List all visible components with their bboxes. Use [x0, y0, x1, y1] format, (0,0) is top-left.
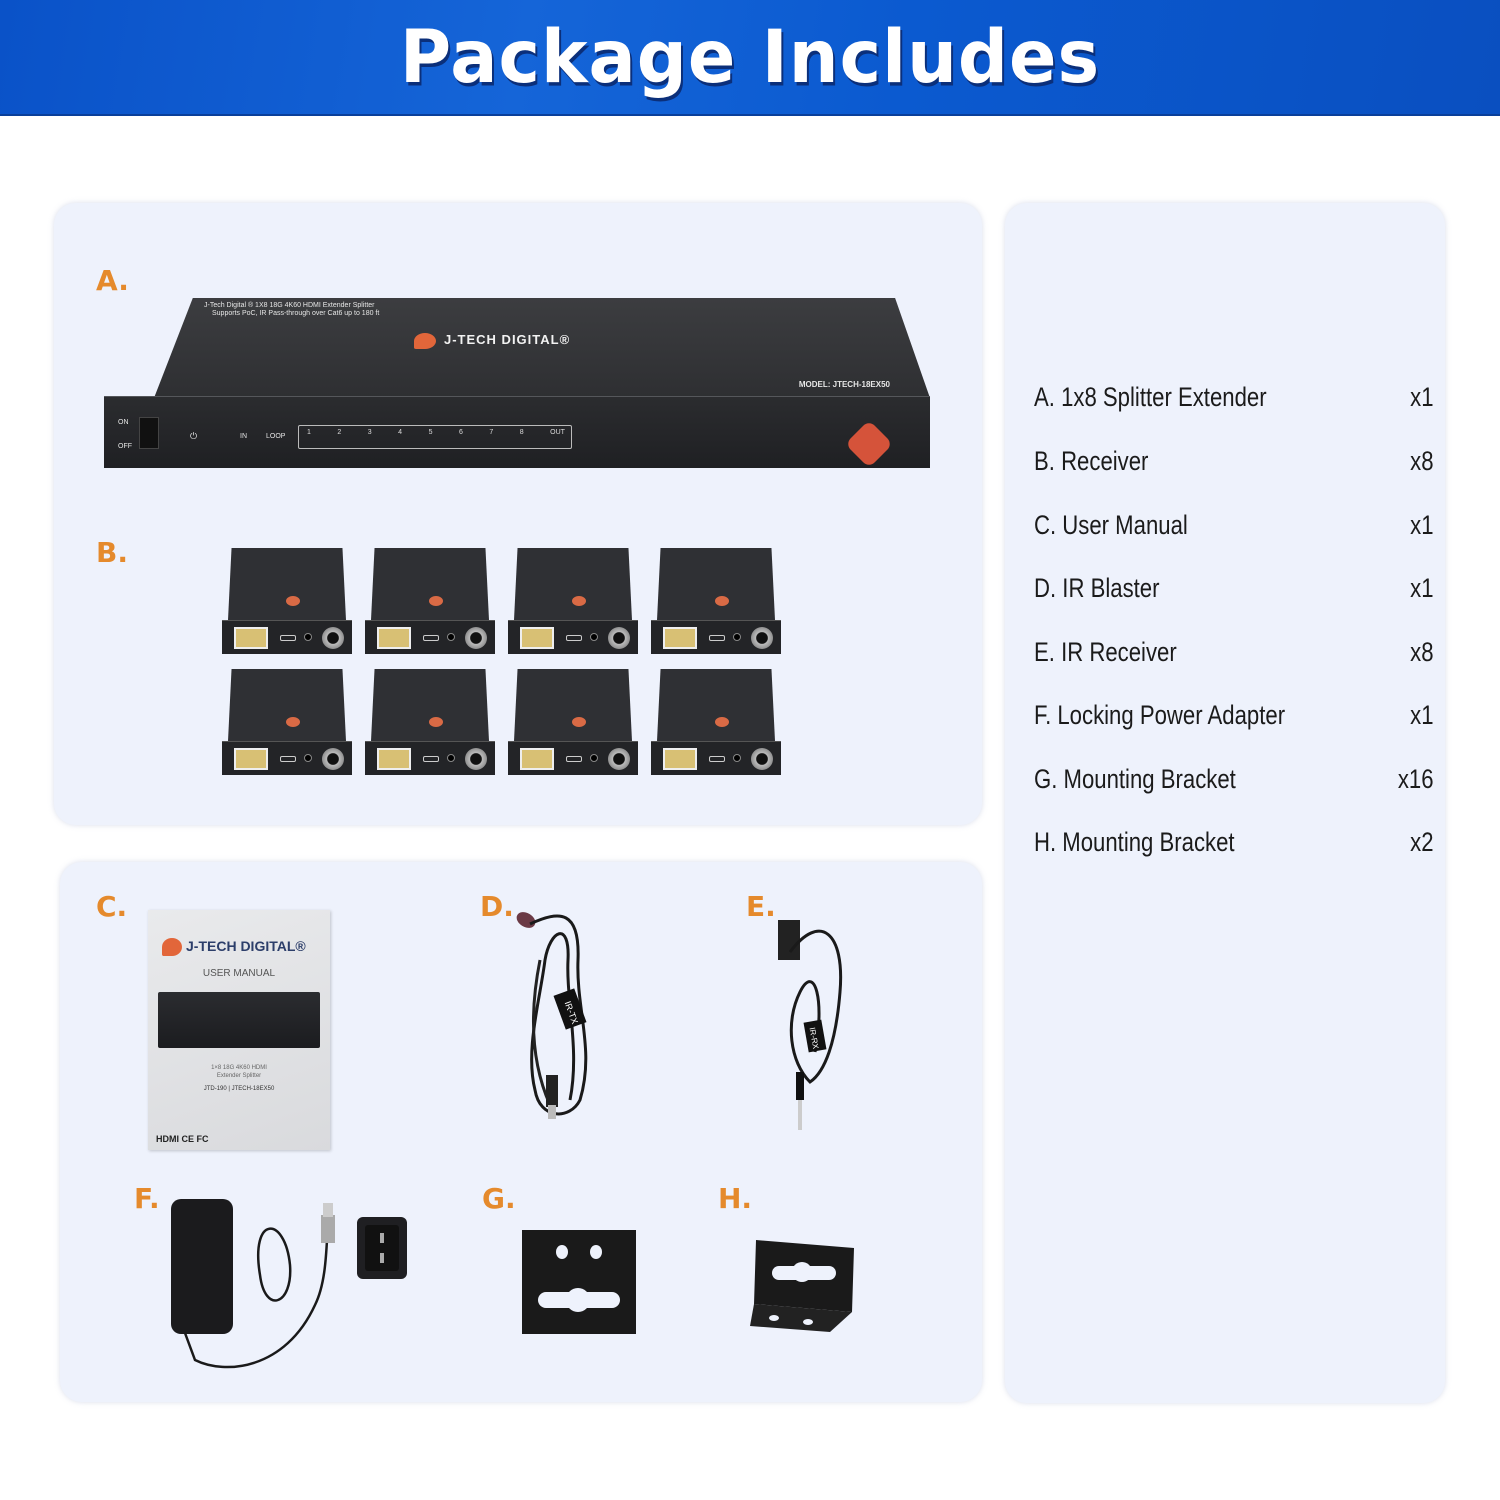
- ethernet-port-icon: [663, 748, 697, 770]
- manual-model: JTD-190 | JTECH-18EX50: [203, 1086, 275, 1092]
- ethernet-port-icon: [663, 627, 697, 649]
- power-switch: [139, 417, 159, 449]
- jtech-logo-icon: [844, 419, 894, 469]
- manual-product-photo: [158, 992, 320, 1048]
- switch-off-label: OFF: [118, 443, 132, 450]
- power-icon: ⏻: [190, 431, 198, 441]
- ethernet-port-icon: [377, 627, 411, 649]
- label-c: C.: [96, 890, 128, 923]
- port-label: 5: [428, 429, 433, 436]
- loop-label: LOOP: [266, 433, 286, 440]
- output-ports-box: 1 2 3 4 5 6 7 8 OUT: [298, 425, 572, 449]
- label-a: A.: [96, 264, 129, 297]
- splitter-extender-image: J-Tech Digital ® 1X8 18G 4K60 HDMI Exten…: [104, 298, 930, 470]
- ir-receiver-cable-image: IR-RX: [778, 920, 843, 1130]
- jtech-logo-icon: [162, 938, 182, 957]
- receiver-image: [508, 548, 638, 654]
- receivers-grid: [222, 548, 781, 775]
- splitter-desc-line1: J-Tech Digital ® 1X8 18G 4K60 HDMI Exten…: [204, 302, 375, 309]
- port-label: 3: [367, 429, 372, 436]
- ethernet-port-icon: [234, 627, 268, 649]
- label-d: D.: [480, 890, 514, 923]
- splitter-top-surface: J-Tech Digital ® 1X8 18G 4K60 HDMI Exten…: [154, 298, 930, 398]
- ethernet-port-icon: [234, 748, 268, 770]
- port-label: 1: [307, 429, 311, 436]
- receiver-image: [222, 669, 352, 775]
- receiver-image: [508, 669, 638, 775]
- label-h: H.: [718, 1182, 753, 1215]
- in-label: IN: [240, 433, 247, 440]
- ir-rx-tag: IR-RX: [808, 1027, 821, 1051]
- splitter-desc-line2: Supports PoC, IR Pass-through over Cat6 …: [212, 310, 380, 317]
- jtech-logo-icon: [414, 332, 436, 349]
- ethernet-port-icon: [520, 748, 554, 770]
- page-title: Package Includes: [399, 13, 1101, 101]
- splitter-front-panel: ON OFF ⏻ IN LOOP 1 2 3 4 5 6 7 8 OUT: [104, 396, 930, 469]
- header-banner: Package Includes: [0, 0, 1500, 116]
- receiver-image: [365, 669, 495, 775]
- label-g: G.: [482, 1182, 516, 1215]
- label-f: F.: [134, 1182, 160, 1215]
- receiver-image: [365, 548, 495, 654]
- manual-cert-logos: HDMI CE FC: [156, 1134, 209, 1144]
- mounting-bracket-l-image: [750, 1240, 854, 1332]
- port-label: 8: [519, 429, 524, 436]
- splitter-brand: J-TECH DIGITAL®: [414, 332, 570, 349]
- receiver-image: [651, 548, 781, 654]
- port-label: 6: [458, 429, 463, 436]
- power-adapter-image: [171, 1199, 407, 1369]
- port-label: OUT: [550, 429, 565, 436]
- item-list-panel: [1005, 203, 1445, 1403]
- splitter-model: MODEL: JTECH-18EX50: [798, 380, 890, 389]
- port-label: 4: [398, 429, 403, 436]
- receiver-image: [651, 669, 781, 775]
- port-label: 7: [489, 429, 494, 436]
- mounting-bracket-flat-image: [522, 1230, 636, 1334]
- receiver-image: [222, 548, 352, 654]
- label-b: B.: [96, 536, 128, 569]
- switch-on-label: ON: [118, 419, 129, 426]
- ethernet-port-icon: [377, 748, 411, 770]
- ethernet-port-icon: [520, 627, 554, 649]
- label-e: E.: [746, 890, 776, 923]
- manual-brand: J-TECH DIGITAL®: [162, 938, 306, 957]
- manual-title: USER MANUAL: [202, 968, 276, 979]
- port-label: 2: [337, 429, 342, 436]
- ir-blaster-cable-image: IR-TX: [516, 912, 588, 1119]
- user-manual-image: J-TECH DIGITAL® USER MANUAL 1×8 18G 4K60…: [148, 910, 330, 1150]
